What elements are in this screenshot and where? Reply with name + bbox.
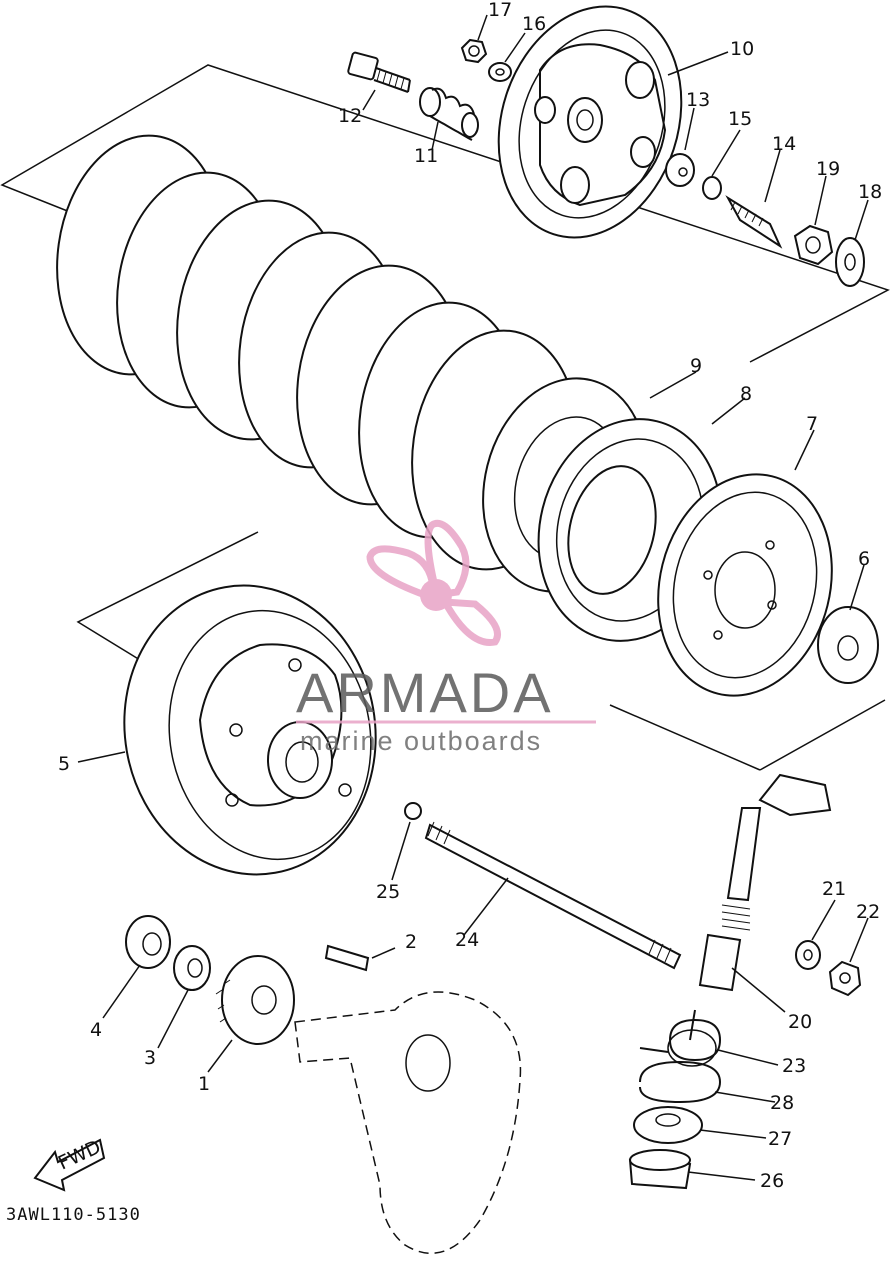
callout-12: 12 [338, 105, 362, 127]
callout-11: 11 [414, 145, 438, 167]
callout-4: 4 [90, 1019, 102, 1041]
callout-25: 25 [376, 881, 400, 903]
push-rod-washer [665, 153, 695, 187]
upper-assembly-frame [0, 64, 890, 363]
crank-nut-washer [125, 915, 171, 969]
lock-washer [835, 237, 865, 287]
kick-shaft-washer [795, 940, 821, 970]
callout-19: 19 [816, 158, 840, 180]
torsion-spring [639, 1009, 721, 1067]
callout-15: 15 [728, 108, 752, 130]
circlip [639, 1060, 722, 1104]
callout-7: 7 [806, 413, 818, 435]
kick-shaft-bolt [828, 960, 862, 997]
callout-3: 3 [144, 1047, 156, 1069]
lower-assembly-frame [76, 531, 886, 771]
callout-10: 10 [730, 38, 754, 60]
callout-2: 2 [405, 931, 417, 953]
lock-washer-primary [173, 945, 211, 991]
callout-22: 22 [856, 901, 880, 923]
callout-1: 1 [198, 1073, 210, 1095]
callout-26: 26 [760, 1170, 784, 1192]
push-rod [424, 821, 682, 970]
key [324, 944, 370, 972]
callout-6: 6 [858, 548, 870, 570]
callout-8: 8 [740, 383, 752, 405]
pressure-plate [497, 5, 683, 239]
ball [404, 802, 422, 820]
leader-lines [77, 14, 869, 1181]
callout-27: 27 [768, 1128, 792, 1150]
callout-16: 16 [522, 13, 546, 35]
callout-13: 13 [686, 89, 710, 111]
brand-tagline: marine outboards [300, 726, 542, 756]
primary-drive-gear [215, 955, 295, 1045]
callout-17: 17 [488, 0, 512, 21]
callout-14: 14 [772, 133, 796, 155]
callout-21: 21 [822, 878, 846, 900]
washer [488, 62, 512, 82]
kick-shaft-bushing [628, 1149, 692, 1190]
watermark: ARMADA marine outboards [296, 519, 596, 756]
o-ring [702, 176, 722, 200]
callout-23: 23 [782, 1055, 806, 1077]
kick-shaft [698, 773, 832, 992]
crankshaft-outline [294, 991, 522, 1254]
clutch-housing [123, 584, 377, 876]
callout-20: 20 [788, 1011, 812, 1033]
callout-18: 18 [858, 181, 882, 203]
brand-name: ARMADA [296, 661, 554, 724]
propeller-icon [366, 519, 501, 646]
boss-lock-washer [817, 606, 879, 684]
clutch-spring [419, 87, 479, 141]
drawing-code: 3AWL110-5130 [6, 1205, 141, 1225]
callout-28: 28 [770, 1092, 794, 1114]
callout-24: 24 [455, 929, 479, 951]
forward-arrow-icon: FWD [33, 1136, 106, 1192]
callout-9: 9 [690, 355, 702, 377]
clutch-bolt [347, 51, 411, 93]
primary-driven-gear-plate [657, 473, 833, 697]
spring-cover [633, 1106, 703, 1144]
nut [460, 38, 488, 64]
adjusting-screw [725, 195, 783, 249]
callout-5: 5 [58, 753, 70, 775]
lock-nut [793, 224, 834, 266]
